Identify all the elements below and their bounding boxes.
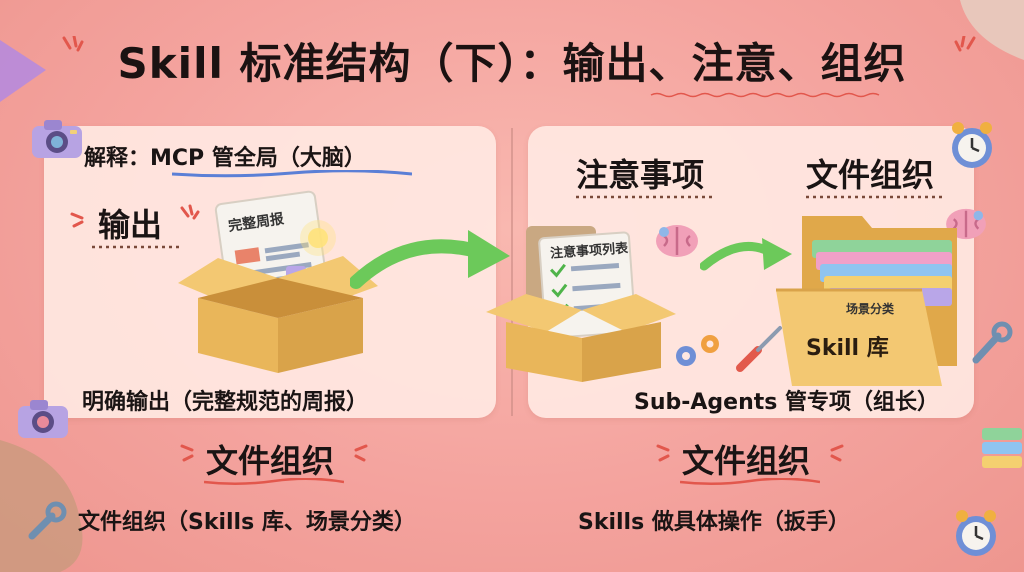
folder-tab-label: 场景分类 [846,302,895,316]
bottom-right-sparkle-right [830,444,844,462]
title-sparkle-right [954,36,976,52]
explain-underline [172,170,412,178]
skill-folder-illustration [776,216,957,386]
folder-label: Skill 库 [806,336,889,361]
output-box-illustration [178,190,378,373]
gear-icon [676,335,719,366]
bottom-right-text: Skills 做具体操作（扳手） [578,510,850,535]
camera-icon-bottom [18,400,68,438]
output-heading-sparkle-right [180,204,200,220]
camera-icon [32,120,82,158]
output-heading-sparkle-left [70,212,84,228]
card-divider [511,128,513,416]
small-arrow-icon [700,238,792,271]
output-heading-dots [92,245,182,249]
notes-heading-dots [576,195,716,199]
wrench-icon [972,321,1013,364]
notes-heading: 注意事项 [576,156,705,194]
alarm-clock-icon [952,122,992,168]
files-heading: 文件组织 [806,156,935,194]
bottom-left-text: 文件组织（Skills 库、场景分类） [78,510,416,535]
bottom-left-sparkle-left [180,444,194,462]
bottom-left-heading: 文件组织 [206,442,335,480]
alarm-clock-icon-bottom [956,510,996,556]
bottom-right-sparkle-left [656,444,670,462]
output-caption: 明确输出（完整规范的周报） [82,390,369,415]
sub-agents-caption: Sub-Agents 管专项（组长） [634,390,940,415]
wrench-icon-bottom-left [28,501,67,540]
corner-blob-decoration [0,440,83,572]
bottom-right-heading: 文件组织 [682,442,811,480]
corner-triangle-decoration [0,40,46,102]
files-heading-dots [806,195,946,199]
page-title: Skill 标准结构（下）：输出、注意、组织 [117,39,907,88]
checklist-box-illustration [486,226,676,382]
explain-text: 解释：MCP 管全局（大脑） [84,146,366,171]
bottom-right-underline [680,478,820,486]
bottom-left-sparkle-right [354,444,368,462]
output-heading: 输出 [98,206,163,244]
screwdriver-icon [736,326,782,372]
corner-blob-right-decoration [960,0,1024,60]
brain-icon [656,225,698,257]
bottom-left-underline [204,478,344,486]
title-underline [650,92,880,98]
stack-icon [982,428,1022,468]
title-sparkle-left [62,36,84,52]
flow-arrow-icon [350,230,510,289]
